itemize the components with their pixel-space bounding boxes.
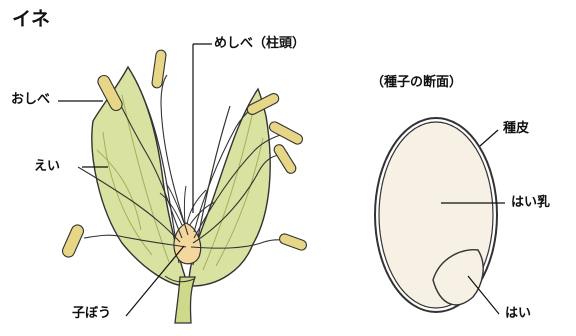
label-ovary: 子ぼう [72,307,111,320]
right-glume [189,89,270,286]
label-stamen: おしべ [11,93,50,106]
seed-cross-section [375,118,497,312]
label-embryo: はい [505,307,531,320]
label-seed-coat: 種皮 [503,122,529,135]
diagram-title: イネ [12,10,50,29]
label-pistil-stigma: めしべ（柱頭） [214,37,305,50]
label-endosperm: はい乳 [511,196,550,209]
label-glume: えい [34,160,60,173]
seed-section-heading: （種子の断面） [371,76,462,89]
